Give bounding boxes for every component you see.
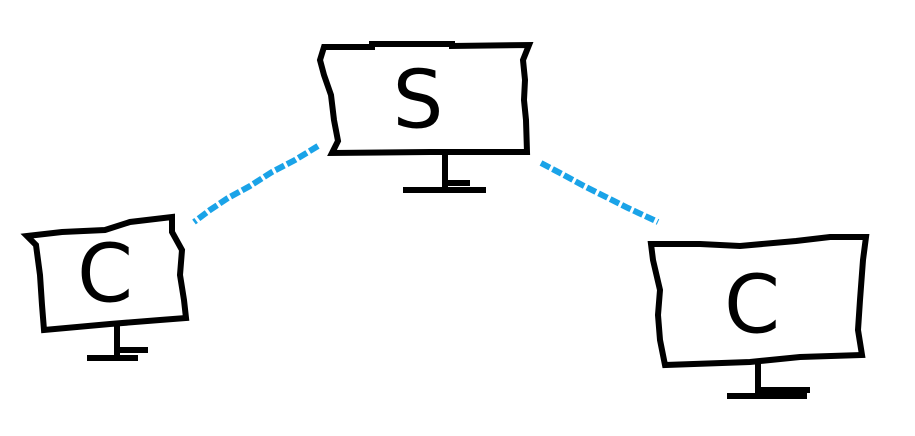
client-right-computer: C (647, 234, 870, 399)
server-stand-icon (403, 152, 486, 193)
link-server-client-right (539, 160, 660, 225)
link-server-client-left (192, 143, 320, 225)
server-computer: S (316, 41, 534, 193)
client-left-monitor-frame-icon (20, 213, 190, 334)
server-label: S (393, 54, 444, 147)
client-right-label: C (724, 259, 780, 352)
server-monitor-frame-icon (316, 41, 534, 157)
client-right-stand-icon (727, 362, 810, 399)
client-left-computer: C (20, 213, 190, 361)
client-left-label: C (77, 228, 133, 321)
client-left-stand-icon (87, 326, 148, 361)
client-right-monitor-frame-icon (647, 234, 870, 369)
